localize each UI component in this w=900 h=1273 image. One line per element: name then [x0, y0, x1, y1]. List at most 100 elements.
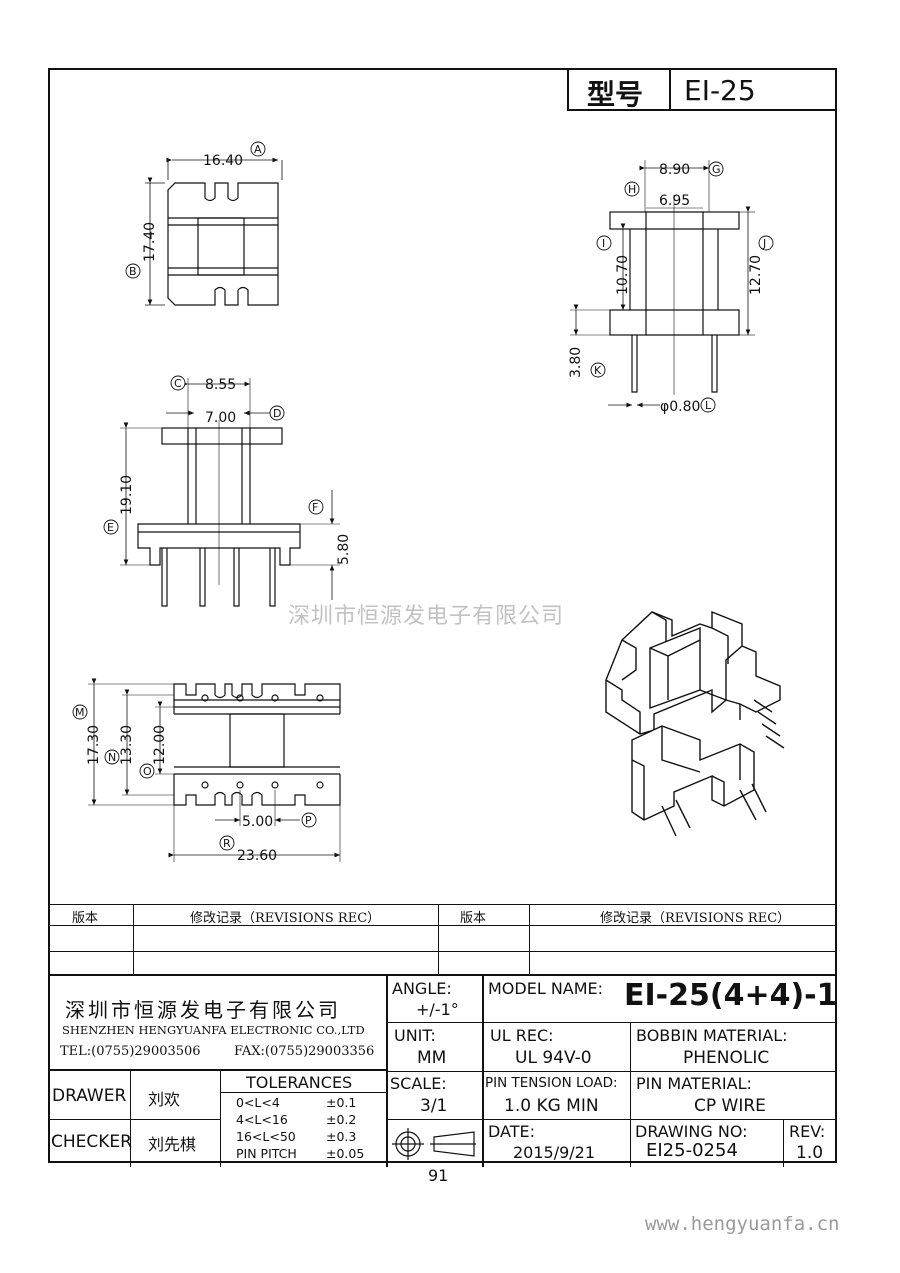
svg-text:R: R	[223, 837, 231, 850]
tol-value-1: ±0.1	[326, 1095, 357, 1110]
ul-value: UL 94V-0	[515, 1048, 592, 1068]
marker-A: A	[250, 141, 266, 157]
marker-M: M	[72, 704, 88, 720]
date-value: 2015/9/21	[513, 1143, 596, 1162]
company-tel: TEL:(0755)29003506	[60, 1044, 201, 1059]
drawing-frame	[48, 68, 837, 1163]
unit-label: UNIT:	[394, 1026, 436, 1045]
rev-col-record: 修改记录（REVISIONS REC）	[190, 911, 381, 926]
pin-tension-value: 1.0 KG MIN	[504, 1096, 599, 1116]
dim-O-value: 12.00	[152, 725, 168, 765]
marker-C: C	[170, 375, 186, 391]
marker-N: N	[104, 749, 120, 765]
dim-R-value: 23.60	[237, 848, 277, 864]
marker-R: R	[219, 835, 235, 851]
marker-H: H	[624, 181, 640, 197]
dim-G-value: 8.90	[659, 162, 690, 178]
ul-label: UL REC:	[490, 1026, 554, 1045]
dim-D-value: 7.00	[205, 410, 236, 426]
model-name-label: MODEL NAME:	[488, 979, 604, 998]
svg-text:K: K	[594, 364, 602, 377]
tol-range-3: 16<L<50	[236, 1129, 296, 1144]
pin-tension-label: PIN TENSION LOAD:	[485, 1075, 618, 1091]
rev-label: REV:	[789, 1122, 826, 1141]
bobbin-material-value: PHENOLIC	[683, 1048, 770, 1068]
rev-col-record2: 修改记录（REVISIONS REC）	[600, 911, 791, 926]
marker-E: E	[103, 519, 119, 535]
marker-J: J	[758, 235, 774, 251]
marker-B: B	[125, 263, 141, 279]
bobbin-material-label: BOBBIN MATERIAL:	[636, 1026, 788, 1045]
scale-value: 3/1	[420, 1096, 448, 1116]
watermark: 深圳市恒源发电子有限公司	[288, 604, 565, 629]
svg-text:D: D	[273, 407, 281, 420]
top-view-outline	[167, 182, 279, 306]
svg-text:A: A	[254, 143, 262, 156]
dim-F-value: 5.80	[336, 534, 352, 565]
drawing-no-value: EI25-0254	[646, 1140, 738, 1161]
dim-E-value: 19.10	[119, 475, 135, 515]
marker-G: G	[708, 161, 724, 177]
footer-url: www.hengyuanfa.cn	[645, 1213, 840, 1235]
rev-col-version: 版本	[72, 911, 99, 926]
rev-col-version2: 版本	[460, 911, 487, 926]
checker-value: 刘先棋	[148, 1135, 197, 1154]
marker-P: P	[301, 812, 317, 828]
marker-K: K	[590, 362, 606, 378]
model-header-label: 型号	[587, 78, 644, 111]
marker-F: F	[308, 499, 324, 515]
pin-material-label: PIN MATERIAL:	[636, 1074, 752, 1093]
dim-L-value: φ0.80	[660, 399, 700, 415]
rev-value: 1.0	[796, 1143, 824, 1163]
svg-text:C: C	[174, 377, 182, 390]
tol-range-1: 0<L<4	[236, 1095, 280, 1110]
drawer-label: DRAWER	[52, 1086, 127, 1106]
tol-value-2: ±0.2	[326, 1112, 357, 1127]
marker-L: L	[700, 397, 716, 413]
marker-O: O	[139, 763, 155, 779]
date-label: DATE:	[488, 1122, 536, 1141]
model-name-value: EI-25(4+4)-1	[624, 978, 838, 1013]
title-block: 深圳市恒源发电子有限公司 SHENZHEN HENGYUANFA ELECTRO…	[48, 974, 838, 1167]
model-header-value: EI-25	[684, 74, 756, 107]
tol-value-3: ±0.3	[326, 1129, 357, 1144]
tol-value-4: ±0.05	[326, 1146, 365, 1161]
dim-K-value: 3.80	[568, 347, 584, 378]
svg-text:H: H	[628, 183, 636, 196]
dim-P-value: 5.00	[242, 814, 273, 830]
drawer-value: 刘欢	[148, 1090, 181, 1109]
dim-A-value: 16.40	[203, 153, 243, 169]
dim-H-value: 6.95	[659, 193, 690, 209]
svg-text:J: J	[762, 237, 766, 250]
technical-drawing: 16.40 17.40 8.55 7.00 19.10 5.80 8.90 6.…	[72, 141, 785, 864]
unit-value: MM	[417, 1048, 447, 1068]
marker-D: D	[269, 405, 285, 421]
model-header: 型号 EI-25	[567, 68, 837, 111]
drawing-no-label: DRAWING NO:	[635, 1122, 748, 1141]
angle-label: ANGLE:	[392, 979, 452, 998]
page-number: 91	[428, 1166, 449, 1185]
angle-value: +/-1°	[416, 1000, 459, 1019]
svg-text:I: I	[602, 237, 605, 250]
svg-text:M: M	[75, 706, 85, 719]
scale-label: SCALE:	[390, 1074, 447, 1093]
tol-range-4: PIN PITCH	[236, 1146, 297, 1161]
dim-M-value: 17.30	[86, 725, 102, 765]
svg-text:F: F	[312, 501, 318, 514]
svg-text:P: P	[305, 814, 312, 827]
revisions-table: 版本 修改记录（REVISIONS REC） 版本 修改记录（REVISIONS…	[48, 904, 837, 975]
dim-B-value: 17.40	[142, 222, 158, 262]
svg-text:B: B	[129, 265, 137, 278]
pin-material-value: CP WIRE	[694, 1096, 766, 1116]
company-fax: FAX:(0755)29003356	[234, 1044, 375, 1059]
company-name-en: SHENZHEN HENGYUANFA ELECTRONIC CO.,LTD	[62, 1023, 365, 1037]
tol-range-2: 4<L<16	[236, 1112, 288, 1127]
marker-I: I	[596, 235, 612, 251]
checker-label: CHECKER	[51, 1132, 132, 1152]
projection-symbol-icon	[392, 1128, 476, 1160]
svg-text:N: N	[108, 751, 116, 764]
tolerances-label: TOLERANCES	[246, 1073, 353, 1092]
dim-J-value: 12.70	[748, 255, 764, 295]
company-name-cn: 深圳市恒源发电子有限公司	[65, 998, 341, 1022]
svg-text:L: L	[705, 399, 712, 412]
